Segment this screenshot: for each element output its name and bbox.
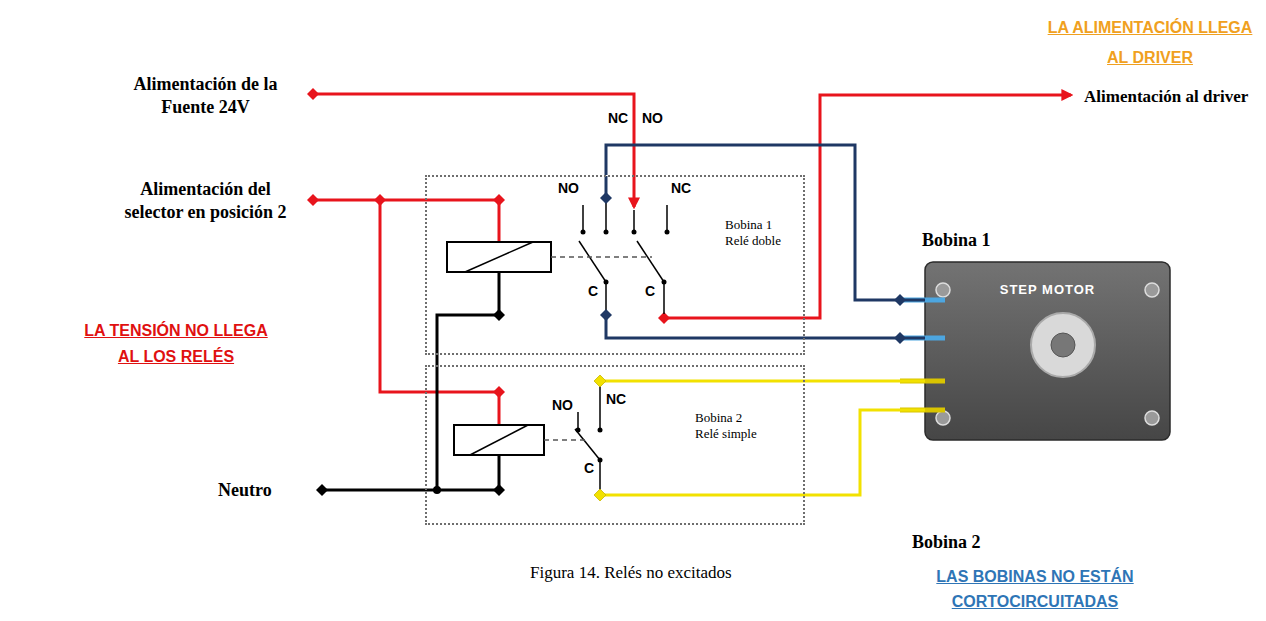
contact-points xyxy=(576,230,670,463)
selector-wire xyxy=(380,200,499,425)
coil-label: Bobina 1 xyxy=(922,229,991,252)
relay-coils xyxy=(447,242,551,455)
contact-label: NO xyxy=(642,110,663,127)
motor-shaft xyxy=(1031,313,1095,377)
contact-common xyxy=(605,282,607,311)
contact-no xyxy=(582,205,584,232)
coil-wire xyxy=(805,337,925,340)
terminal-diamond xyxy=(594,375,606,387)
neutral-wire xyxy=(322,455,499,490)
contact-dot xyxy=(665,230,670,235)
screw xyxy=(1145,283,1159,297)
contact-dot xyxy=(662,280,667,285)
relay-contacts xyxy=(465,202,667,491)
selector-wire xyxy=(313,200,499,242)
junction-dot xyxy=(433,486,441,494)
coil-wire xyxy=(805,410,925,495)
neutral-terminals xyxy=(316,309,505,496)
coil-wires xyxy=(600,176,805,495)
contact-label: NO xyxy=(558,180,579,197)
relay-label: Bobina 2 Relé simple xyxy=(695,410,763,442)
contact-label: NC xyxy=(608,110,628,127)
motor-housing xyxy=(925,262,1170,440)
mechanical-link xyxy=(551,256,652,258)
terminal-diamond xyxy=(493,484,505,496)
contact-blade xyxy=(575,429,600,460)
callout-note: LAS BOBINAS NO ESTÁN CORTOCIRCUITADAS xyxy=(930,564,1140,614)
contact-label: C xyxy=(588,283,598,300)
coil-label: Bobina 2 xyxy=(912,531,981,554)
contact-common xyxy=(663,282,665,314)
coil-mark xyxy=(465,242,533,272)
screw xyxy=(936,283,950,297)
contact-nc xyxy=(666,205,668,232)
terminal-diamond xyxy=(374,194,386,206)
supply-label: Alimentación de la Fuente 24V xyxy=(113,73,298,119)
coil-wire xyxy=(805,380,925,383)
contact-nc xyxy=(599,384,601,430)
relay-coil xyxy=(454,425,544,455)
terminal-diamond xyxy=(307,194,319,206)
neutral-wires xyxy=(322,272,499,490)
yellow-wire xyxy=(600,380,805,383)
contact-label: NO xyxy=(552,397,573,414)
contact-dot xyxy=(598,428,603,433)
terminal-diamond xyxy=(594,489,606,501)
terminal-diamond xyxy=(600,192,612,204)
relay-box: Bobina 1 Relé doble xyxy=(425,175,805,355)
yellow-wire xyxy=(600,494,805,497)
red-terminals xyxy=(307,88,670,398)
neutral-wire xyxy=(437,272,499,490)
relay-label: Bobina 1 Relé doble xyxy=(725,217,793,249)
contact-blade xyxy=(637,241,664,282)
blue-wire xyxy=(606,315,805,338)
contact-label: NC xyxy=(671,180,691,197)
contact-no xyxy=(633,210,635,232)
coil-mark xyxy=(470,425,528,455)
terminal-diamond xyxy=(493,309,505,321)
contact-dot xyxy=(598,458,603,463)
contact-dot xyxy=(581,230,586,235)
contact-dot xyxy=(604,280,609,285)
terminal-diamond xyxy=(493,194,505,206)
callout-note: LA ALIMENTACIÓN LLEGA AL DRIVER xyxy=(1038,13,1262,73)
terminal-diamond xyxy=(493,386,505,398)
contact-no xyxy=(577,412,579,430)
terminal-diamond xyxy=(307,88,319,100)
motor-body xyxy=(900,262,1170,440)
coil-wire xyxy=(606,145,925,300)
contact-blade xyxy=(579,241,606,282)
contact-dot xyxy=(632,230,637,235)
supply-wire xyxy=(313,94,634,207)
contact-label: C xyxy=(645,283,655,300)
terminal-diamond xyxy=(316,484,328,496)
contact-common xyxy=(599,460,601,491)
neutral-label: Neutro xyxy=(218,479,272,502)
contact-dot xyxy=(604,230,609,235)
motor-label: STEP MOTOR xyxy=(925,282,1170,297)
step-motor: STEP MOTOR xyxy=(925,262,1174,440)
motor-shaft-core xyxy=(1051,333,1075,357)
contact-nc xyxy=(605,202,607,232)
screw xyxy=(936,411,950,425)
mechanical-link xyxy=(544,439,588,441)
relay-box: Bobina 2 Relé simple xyxy=(425,365,805,525)
supply-label: Alimentación del selector en posición 2 xyxy=(113,178,298,224)
contact-label: NC xyxy=(606,391,626,408)
screw xyxy=(1145,411,1159,425)
figure-caption: Figura 14. Relés no excitados xyxy=(530,562,732,583)
contact-dot xyxy=(576,428,581,433)
contact-label: C xyxy=(584,460,594,477)
relay-coil xyxy=(447,242,551,272)
callout-note: LA TENSIÓN NO LLEGA AL LOS RELÉS xyxy=(78,318,274,370)
output-label: Alimentación al driver xyxy=(1084,85,1248,108)
terminal-diamond xyxy=(600,309,612,321)
